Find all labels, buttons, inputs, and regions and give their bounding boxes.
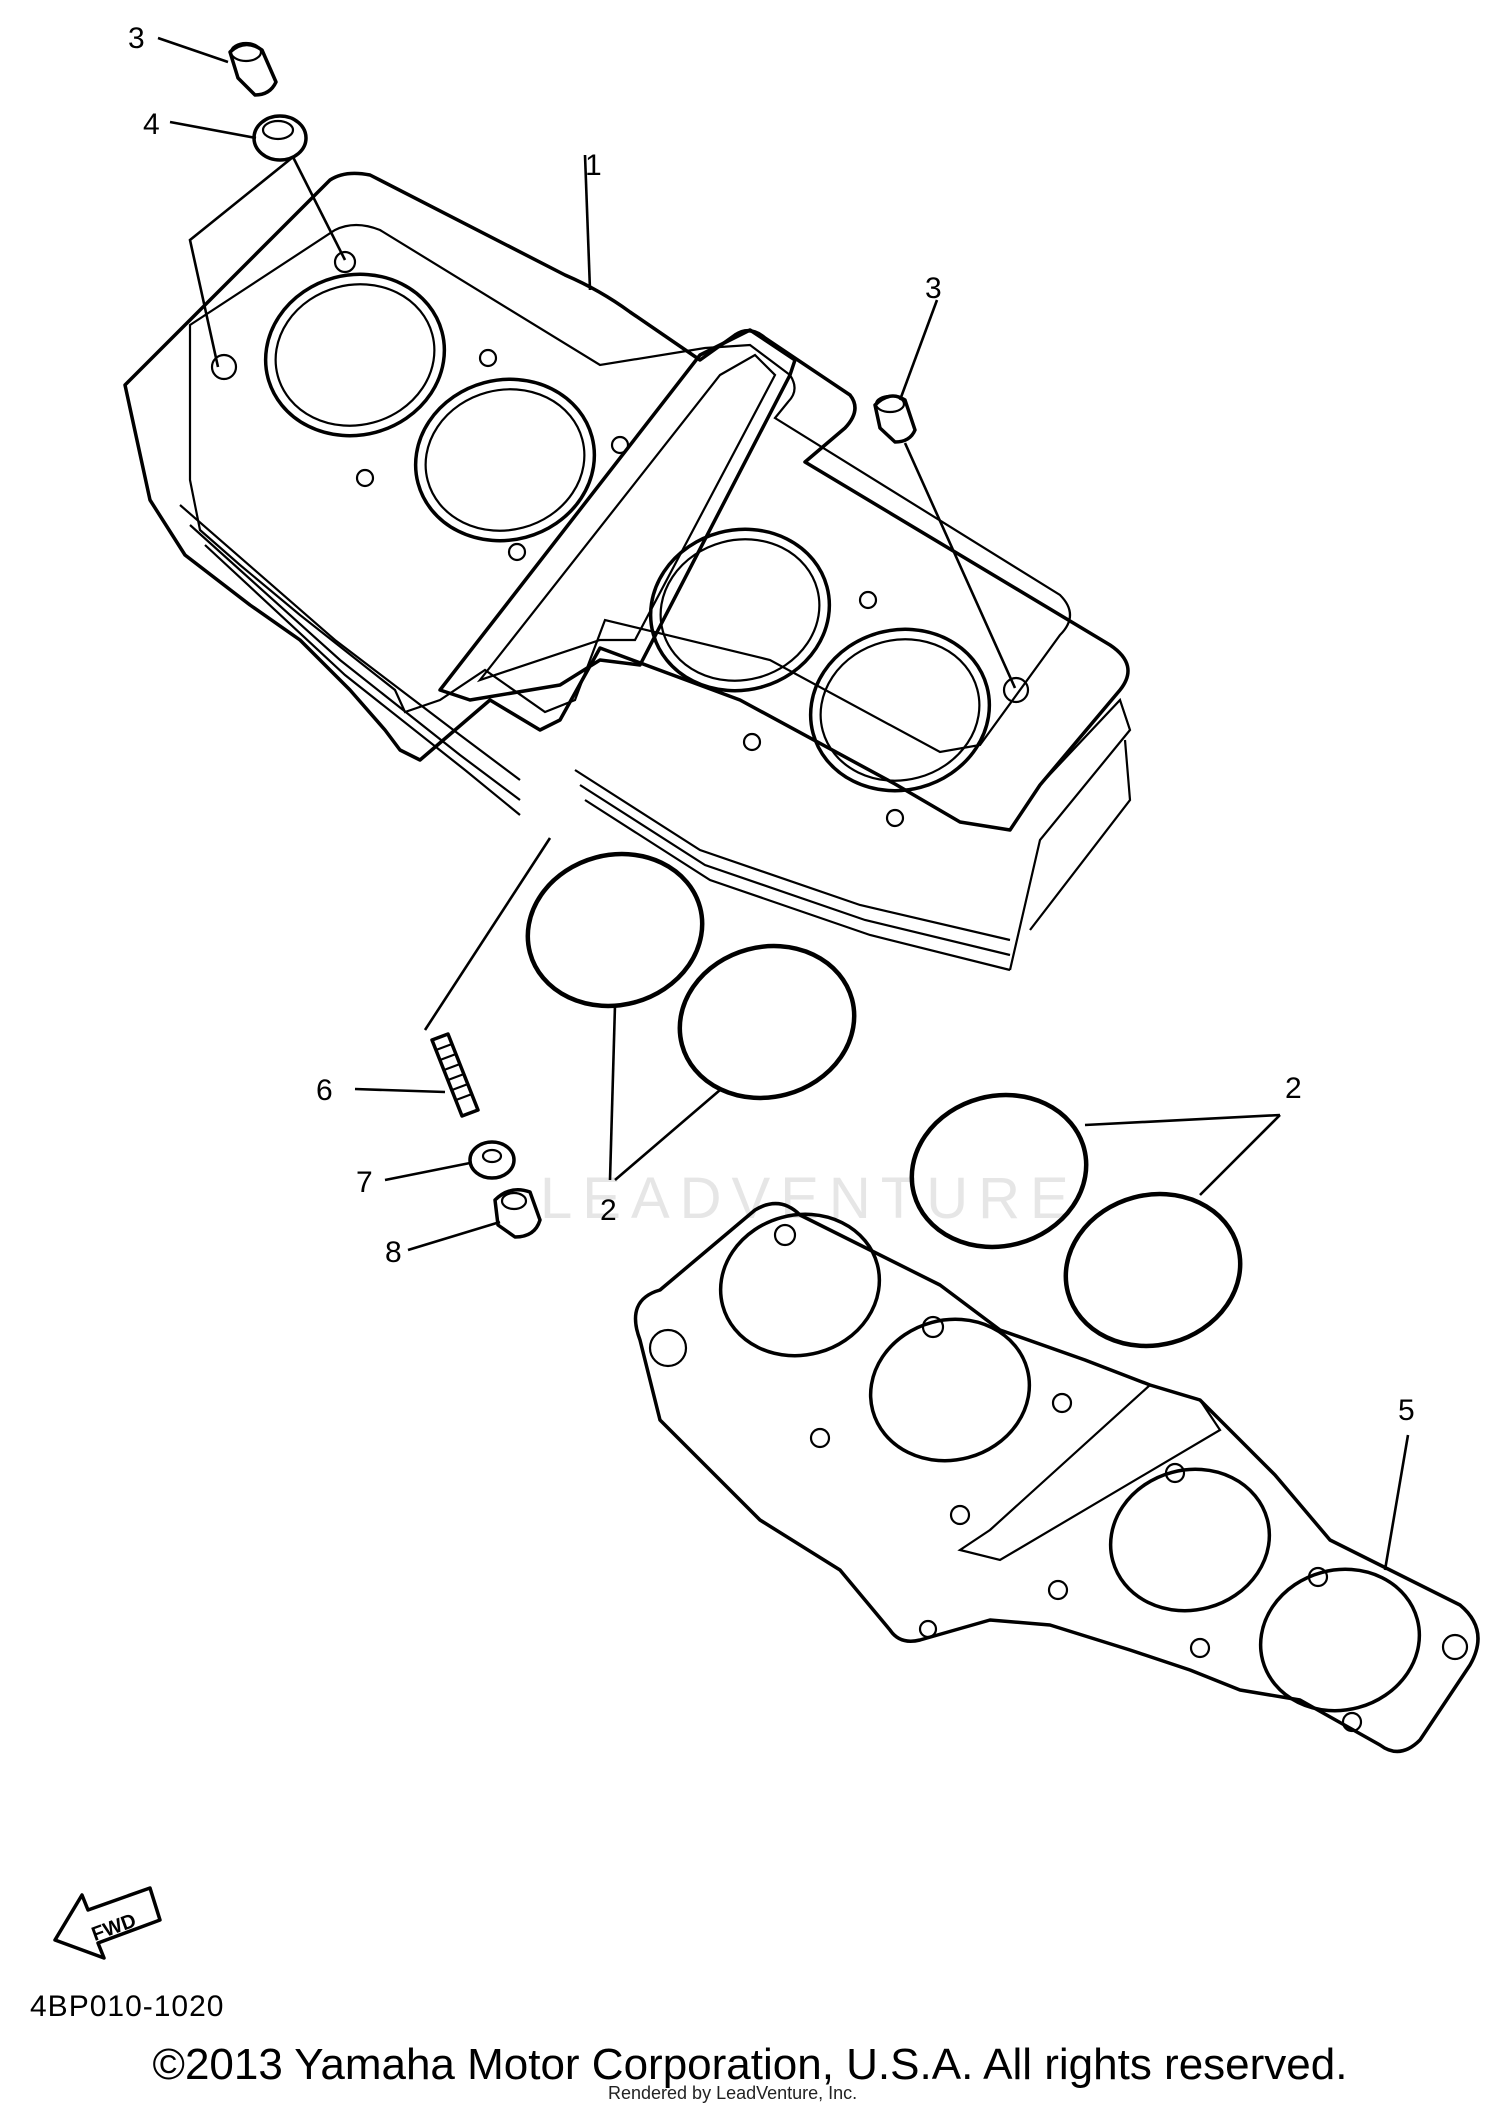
cylinder-block[interactable]: [123, 171, 1132, 972]
callout-3-top: 3: [128, 22, 145, 55]
o-ring-group-left[interactable]: [511, 835, 872, 1117]
dowel-collar[interactable]: [252, 114, 308, 162]
nut[interactable]: [493, 1188, 542, 1239]
fwd-arrow-icon: FWD: [53, 1886, 162, 1960]
rendered-by-text: Rendered by LeadVenture, Inc.: [608, 2083, 858, 2103]
callout-8: 8: [385, 1236, 402, 1269]
watermark-text: LEADVENTURE: [540, 1166, 1079, 1231]
callout-7: 7: [356, 1166, 373, 1199]
leader-lines: [157, 36, 1410, 1571]
dowel-pin-right[interactable]: [873, 394, 917, 444]
callout-5: 5: [1398, 1394, 1415, 1427]
o-ring-group-right[interactable]: [895, 1076, 1258, 1365]
callout-1: 1: [585, 149, 602, 182]
callout-6: 6: [316, 1074, 333, 1107]
callout-2-left: 2: [600, 1194, 617, 1227]
fwd-label: FWD: [89, 1910, 139, 1946]
copyright-text: ©2013 Yamaha Motor Corporation, U.S.A. A…: [152, 2040, 1348, 2089]
callout-3-right: 3: [925, 272, 942, 305]
stud-bolt[interactable]: [430, 1032, 480, 1118]
dowel-pin-top[interactable]: [228, 41, 278, 97]
callout-4: 4: [143, 108, 160, 141]
cylinder-gasket[interactable]: [633, 1197, 1480, 1754]
diagram-code: 4BP010-1020: [30, 1990, 225, 2023]
washer[interactable]: [468, 1140, 516, 1180]
callout-2-right: 2: [1285, 1072, 1302, 1105]
